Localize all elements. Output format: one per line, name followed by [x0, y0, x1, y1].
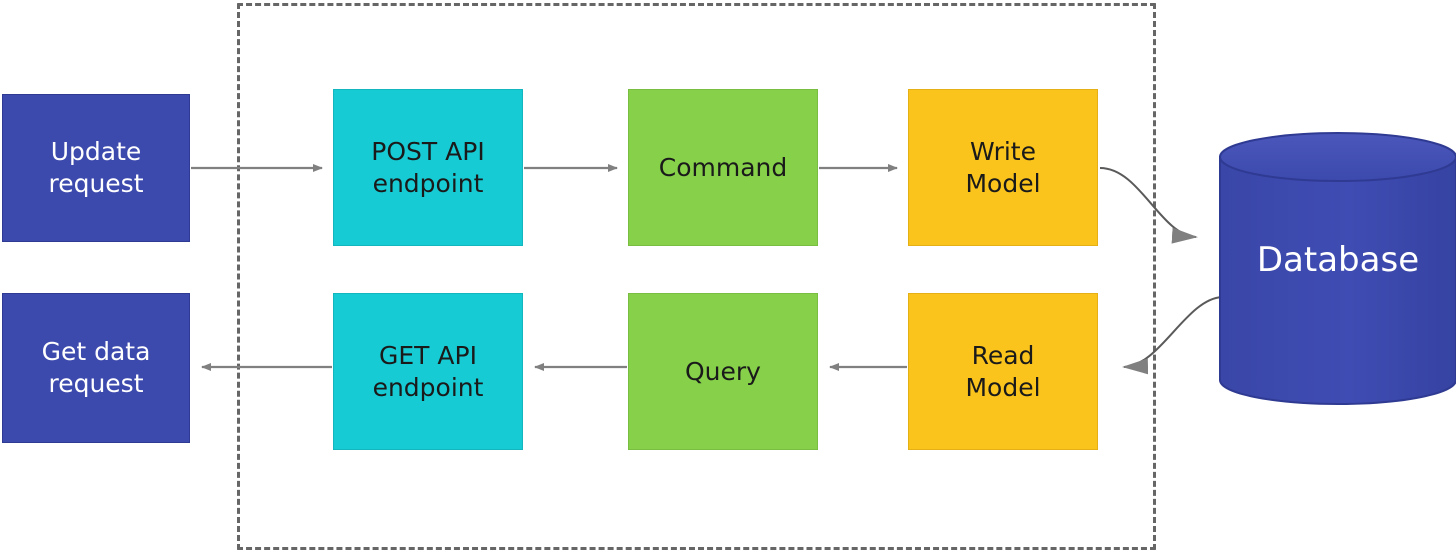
node-update-request[interactable]: Update request	[2, 94, 190, 242]
node-command[interactable]: Command	[628, 89, 818, 246]
node-query[interactable]: Query	[628, 293, 818, 450]
edge-write-model-to-database	[1099, 167, 1198, 244]
node-update-request-label: Update request	[48, 137, 144, 198]
database-cylinder	[1219, 132, 1456, 405]
node-get-data-request-label: Get data request	[41, 337, 151, 398]
service-boundary	[237, 3, 1156, 550]
node-query-label: Query	[685, 356, 761, 386]
node-read-model[interactable]: Read Model	[908, 293, 1098, 450]
edge-database-to-read-model	[1122, 296, 1223, 375]
node-read-model-label: Read Model	[965, 340, 1041, 402]
node-post-api-endpoint[interactable]: POST API endpoint	[333, 89, 523, 246]
node-get-api-endpoint[interactable]: GET API endpoint	[333, 293, 523, 450]
node-write-model[interactable]: Write Model	[908, 89, 1098, 246]
node-get-api-endpoint-label: GET API endpoint	[372, 340, 484, 402]
node-write-model-label: Write Model	[965, 136, 1041, 198]
node-command-label: Command	[658, 152, 788, 182]
node-post-api-endpoint-label: POST API endpoint	[371, 136, 485, 198]
node-get-data-request[interactable]: Get data request	[2, 293, 190, 443]
